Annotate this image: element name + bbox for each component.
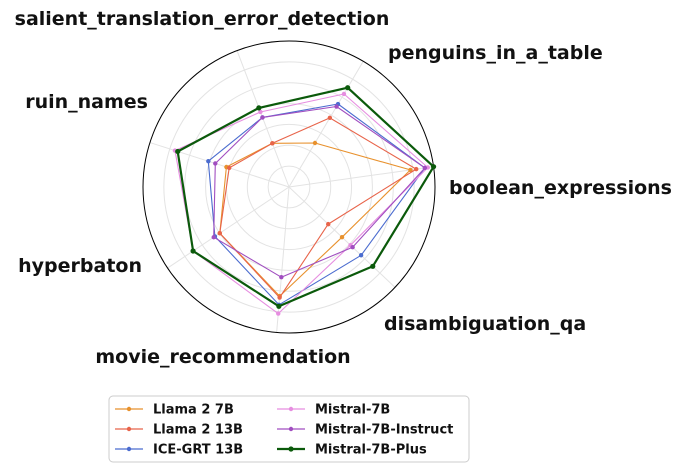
legend-swatch-marker xyxy=(288,426,294,432)
legend-label: Mistral-7B xyxy=(315,403,390,418)
data-point xyxy=(226,165,232,171)
series-line xyxy=(176,86,435,308)
axis-label: disambiguation_qa xyxy=(384,313,586,335)
data-point xyxy=(213,161,218,166)
legend-swatch-marker xyxy=(288,446,294,452)
data-point xyxy=(279,274,284,280)
grid-spoke xyxy=(167,186,290,269)
legend-label: Llama 2 7B xyxy=(153,403,234,418)
axis-label: movie_recommendation xyxy=(95,346,350,368)
data-point xyxy=(217,230,222,236)
legend: Llama 2 7B Llama 2 13B ICE-GRT 13B Mistral-… xyxy=(108,395,470,463)
data-point xyxy=(326,221,331,227)
axis-label: salient_translation_error_detection xyxy=(15,8,390,30)
data-point xyxy=(211,235,216,240)
axis-label: penguins_in_a_table xyxy=(388,42,603,64)
data-point xyxy=(312,140,318,146)
data-point xyxy=(339,234,345,240)
legend-label: Llama 2 13B xyxy=(153,423,243,438)
legend-swatch-marker xyxy=(126,406,132,412)
radar-grid xyxy=(142,40,436,334)
data-point xyxy=(256,105,262,111)
data-point xyxy=(370,263,376,269)
legend-swatch-marker xyxy=(126,426,132,432)
data-point xyxy=(358,253,364,258)
data-point xyxy=(260,115,265,120)
grid-spoke xyxy=(149,142,290,188)
legend-label: ICE-GRT 13B xyxy=(153,443,243,458)
data-point xyxy=(408,167,413,173)
data-point xyxy=(422,165,428,171)
series-line xyxy=(207,103,426,306)
radar-series xyxy=(172,85,437,316)
series-line xyxy=(219,142,411,297)
axis-labels: boolean_expressions penguins_in_a_table sa… xyxy=(15,8,672,368)
data-point xyxy=(414,166,419,172)
data-point xyxy=(334,104,339,109)
grid-spoke xyxy=(288,61,364,188)
axis-label: hyperbaton xyxy=(18,255,142,277)
data-point xyxy=(345,85,351,91)
outer-frame xyxy=(142,40,436,334)
grid-circle xyxy=(163,61,415,313)
series-line xyxy=(174,93,429,315)
grid-circle xyxy=(246,144,332,230)
data-point xyxy=(258,109,263,115)
grid-circle xyxy=(267,165,311,209)
axis-label: ruin_names xyxy=(25,91,148,113)
data-point xyxy=(190,248,196,254)
data-point xyxy=(430,164,437,170)
data-point xyxy=(206,159,211,164)
data-point xyxy=(341,91,347,97)
data-point xyxy=(350,245,355,250)
legend-swatch-marker xyxy=(288,406,294,412)
data-point xyxy=(276,311,281,316)
legend-label: Mistral-7B-Instruct xyxy=(315,423,453,438)
data-point xyxy=(175,148,181,155)
grid-spoke xyxy=(276,186,290,333)
data-point xyxy=(277,295,282,300)
data-point xyxy=(276,303,282,309)
legend-label: Mistral-7B-Plus xyxy=(315,443,427,458)
data-point xyxy=(270,141,275,146)
legend-swatch-marker xyxy=(126,446,132,452)
data-point xyxy=(327,115,333,121)
axis-label: boolean_expressions xyxy=(449,177,672,199)
series-line xyxy=(213,105,426,278)
grid-circle xyxy=(205,103,373,271)
series-line xyxy=(219,117,417,299)
